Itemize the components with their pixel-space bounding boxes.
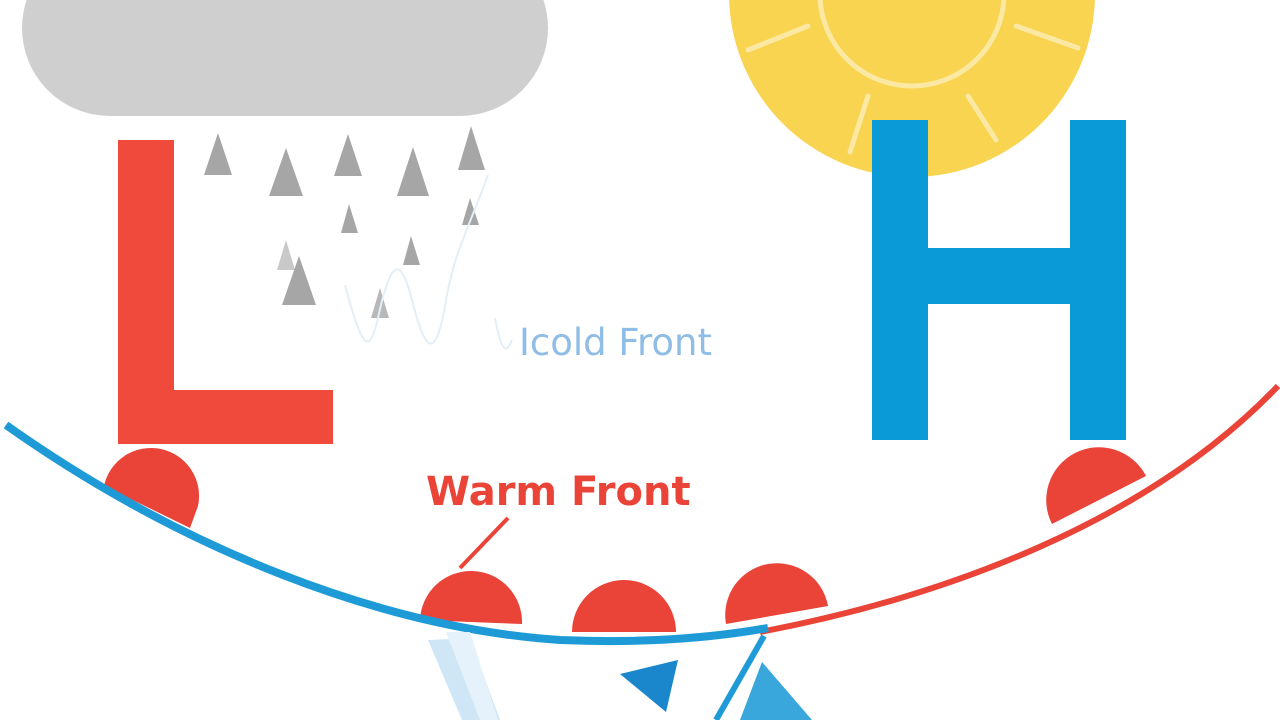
low-label: L <box>225 292 232 303</box>
high-pressure-symbol: H <box>872 120 1126 440</box>
raindrop-icon <box>462 198 479 225</box>
low-pressure-symbol: L <box>118 140 333 444</box>
rain-drops <box>204 126 485 318</box>
warm-front-bump <box>725 563 828 624</box>
warm-front-bump <box>420 570 523 624</box>
raindrop-icon <box>403 236 420 265</box>
raindrop-icon <box>334 134 362 176</box>
raindrop-icon <box>204 133 232 175</box>
cold-front-label: Icold Front <box>519 321 712 364</box>
raindrop-icon <box>282 256 316 305</box>
raindrop-icon <box>277 240 295 270</box>
raindrop-icon <box>397 147 429 196</box>
faint-squiggle <box>344 174 513 350</box>
warm-front-bump <box>104 447 200 528</box>
cold-front-triangle <box>620 660 678 712</box>
warm-front-bump <box>571 580 676 632</box>
warm-front-line <box>759 383 1280 635</box>
warm-front-label: Warm Front <box>426 469 691 515</box>
cold-front-lower <box>428 632 812 720</box>
warm-front-pointer <box>458 516 510 570</box>
cold-front-triangle <box>740 662 812 720</box>
warm-front-bump <box>1046 447 1146 524</box>
cold-front-line <box>3 421 769 646</box>
warm-front-bumps <box>104 447 1146 632</box>
sun-icon <box>729 0 1095 177</box>
raindrop-icon <box>269 148 303 196</box>
raindrop-icon <box>341 204 358 233</box>
raindrop-icon <box>371 288 389 318</box>
raindrop-icon <box>458 126 485 170</box>
rain-cloud-icon <box>22 0 548 116</box>
